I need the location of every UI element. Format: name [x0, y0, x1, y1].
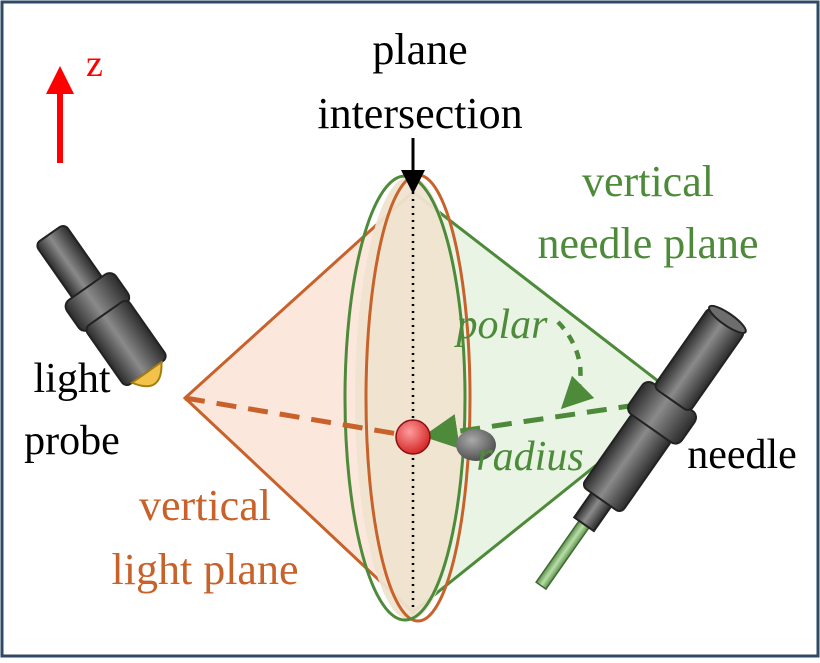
- light-probe-icon: [36, 225, 167, 388]
- light-ray-line: [184, 395, 411, 439]
- vertical-needle-plane-label-line1: vertical: [582, 157, 714, 206]
- vertical-needle-plane-label-line2: needle plane: [537, 219, 758, 268]
- polar-label: polar: [453, 302, 548, 348]
- vertical-light-plane-label-line1: vertical: [139, 481, 271, 530]
- radius-label: radius: [476, 434, 583, 480]
- needle-icon: [535, 304, 747, 591]
- needle-label: needle: [687, 432, 797, 478]
- z-axis-arrow: [46, 66, 74, 163]
- intersection-fill: [355, 176, 465, 620]
- z-axis-label: z: [86, 43, 103, 85]
- vertical-light-plane-label-line2: light plane: [112, 545, 299, 594]
- light-probe-label-line2: probe: [24, 418, 120, 464]
- target-point-icon: [395, 419, 431, 455]
- light-probe-label-line1: light: [33, 356, 110, 402]
- plane-intersection-label-line2: intersection: [317, 89, 522, 138]
- plane-intersection-label-line1: plane: [372, 25, 467, 74]
- needle-tip-icon: [456, 429, 496, 461]
